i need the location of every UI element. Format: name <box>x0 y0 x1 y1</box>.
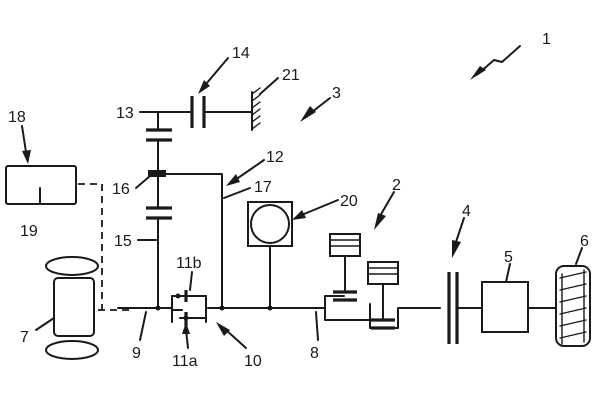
label-15: 15 <box>114 233 132 250</box>
gear-pair-13 <box>146 128 172 142</box>
label-2: 2 <box>392 177 401 194</box>
label-9: 9 <box>132 345 141 362</box>
engine-2 <box>324 233 441 330</box>
label-19: 19 <box>20 223 38 240</box>
label-11b: 11b <box>176 255 202 272</box>
component-20 <box>247 201 293 309</box>
label-7: 7 <box>20 329 29 346</box>
label-14: 14 <box>232 45 250 62</box>
piston-right <box>367 261 399 330</box>
label-12: 12 <box>266 149 284 166</box>
brake-14 <box>190 96 206 128</box>
label-4: 4 <box>462 203 471 220</box>
transmission-5 <box>481 281 529 333</box>
label-5: 5 <box>504 249 513 266</box>
leader-lines <box>21 45 583 349</box>
label-8: 8 <box>310 345 319 362</box>
gear-pair-15 <box>146 206 172 220</box>
label-6: 6 <box>580 233 589 250</box>
shaft-12 <box>165 173 223 309</box>
dashed-control-line <box>78 183 103 310</box>
label-20: 20 <box>340 193 358 210</box>
label-1: 1 <box>542 31 551 48</box>
label-18: 18 <box>8 109 26 126</box>
label-3: 3 <box>332 85 341 102</box>
label-13: 13 <box>116 105 134 122</box>
coupling-4 <box>447 272 459 344</box>
label-17: 17 <box>254 179 272 196</box>
label-16: 16 <box>112 181 130 198</box>
wheel-6 <box>555 265 591 347</box>
label-10: 10 <box>244 353 262 370</box>
electric-machine-7 <box>45 256 99 360</box>
ground-21 <box>251 87 261 131</box>
label-21: 21 <box>282 67 300 84</box>
piston-left <box>329 233 361 302</box>
gear-16 <box>148 170 166 177</box>
clutch-10 <box>171 290 207 326</box>
label-11a: 11a <box>172 353 198 370</box>
